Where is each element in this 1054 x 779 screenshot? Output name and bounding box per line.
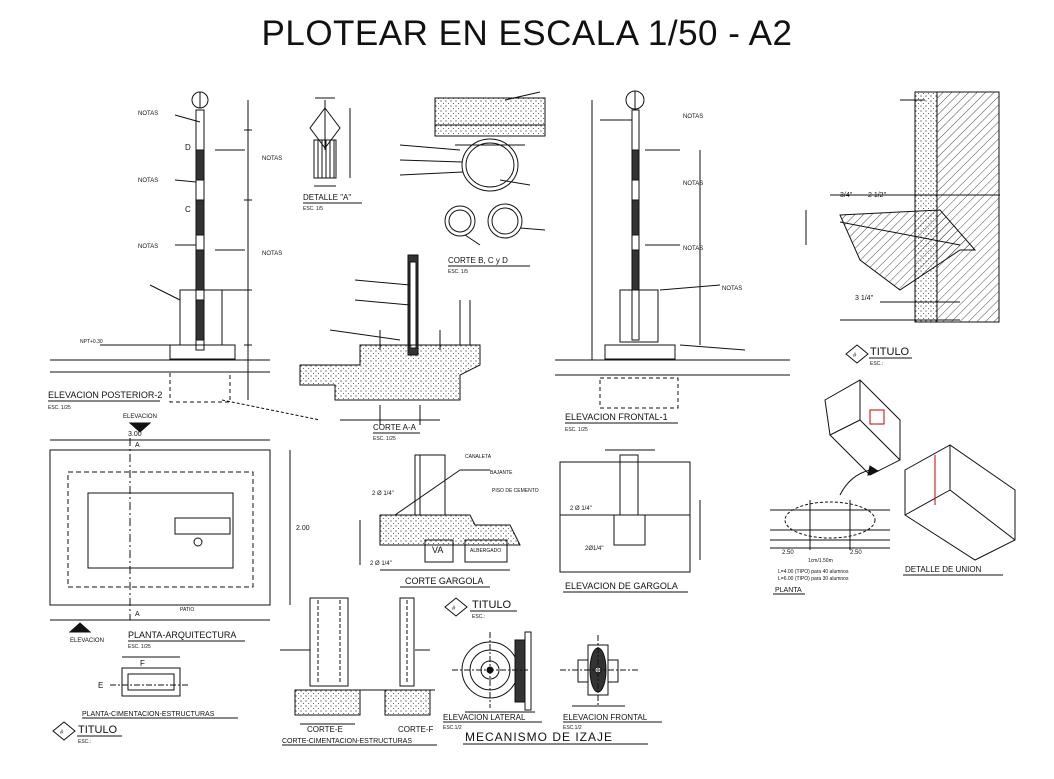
elev-frontal-scale: ESC. 1/25 (565, 427, 588, 433)
section-marker-icon: # (52, 721, 76, 741)
planta-small-drawing (770, 465, 890, 550)
label-e: E (98, 681, 103, 690)
corte-e-title: CORTE-E (307, 725, 343, 734)
titulo-top-title: TITULO (870, 346, 910, 358)
detalle-a-scale: ESC. 1/5 (303, 206, 323, 212)
elevacion-frontal-drawing (555, 90, 790, 409)
corte-cim-title: CORTE-CIMENTACION-ESTRUCTURAS (282, 738, 412, 745)
elev-lateral-scale: ESC.1/2 (443, 725, 462, 731)
note-6: NOTAS (683, 114, 703, 120)
rebar-label-d: 2Ø1/4" (585, 546, 603, 552)
elev-frontal-title: ELEVACION FRONTAL-1 (565, 412, 668, 422)
elevacion-gargola-drawing (559, 449, 701, 573)
note-2: NOTAS (262, 251, 282, 257)
albergado-label: ALBERGADO (470, 548, 501, 554)
detalle-union-drawing (824, 379, 1016, 561)
note-1: NOTAS (262, 156, 282, 162)
note-4: NOTAS (138, 178, 158, 184)
titulo-wall-detail (805, 91, 1000, 323)
planta-arq-title: PLANTA-ARQUITECTURA (128, 630, 236, 640)
corte-e-drawing (280, 597, 361, 725)
svg-text:#: # (60, 730, 64, 736)
corte-bcd-title: CORTE B, C y D (448, 256, 508, 265)
rebar-label-a: 2 Ø 1/4" (372, 491, 394, 497)
dim-frac-1: 3/4" (840, 192, 853, 199)
corte-f-drawing (360, 597, 435, 716)
dim-250-b: 2.50 (850, 550, 862, 556)
label-f: F (140, 659, 145, 668)
corte-aa-drawing (221, 254, 481, 425)
detalle-union-title: DETALLE DE UNION (905, 565, 982, 574)
piso-cemento-label: PISO DE CEMENTO (492, 488, 539, 494)
note-5: NOTAS (138, 244, 158, 250)
corte-bcd-drawing (399, 91, 546, 246)
svg-text:#: # (452, 606, 456, 612)
rebar-label-c: 2 Ø 1/4" (570, 506, 592, 512)
dim-frac-2: 2 1/2" (868, 192, 887, 199)
label-d: D (185, 143, 191, 152)
detalle-a-title: DETALLE "A" (303, 193, 351, 202)
elevacion-label-top: ELEVACION (123, 414, 157, 420)
elevacion-frontal-mec-drawing (560, 635, 640, 707)
label-a-bottom: A (135, 611, 140, 618)
dim-300: 3.00 (128, 431, 142, 438)
corte-aa-title: CORTE A-A (373, 423, 417, 432)
npt-label: NPT+0.30 (80, 339, 103, 345)
planta-arq-scale: ESC. 1/25 (128, 644, 151, 650)
titulo-top-scale: ESC.: (870, 361, 883, 367)
corte-aa-scale: ESC. 1/25 (373, 436, 396, 442)
titulo-bottom-scale: ESC.: (78, 739, 91, 745)
planta-arquitectura-drawing (49, 438, 291, 621)
patio-label: PATIO (180, 607, 194, 613)
detalle-a-drawing (309, 97, 351, 187)
tmm-label: 1cm/1.50m (808, 558, 833, 564)
rebar-label-b: 2 Ø 1/4" (370, 561, 392, 567)
elev-lateral-title: ELEVACION LATERAL (443, 713, 526, 722)
note-7: NOTAS (683, 181, 703, 187)
planta-cimentacion-drawing (110, 656, 190, 697)
elev-gargola-title: ELEVACION DE GARGOLA (565, 581, 678, 591)
elev-posterior-scale: ESC. 1/25 (48, 405, 71, 411)
elevacion-lateral-drawing (452, 631, 535, 713)
corte-bcd-scale: ESC. 1/5 (448, 269, 468, 275)
elevacion-posterior-drawing (50, 91, 270, 403)
dim-250-a: 2.50 (782, 550, 794, 556)
note-3: NOTAS (138, 111, 158, 117)
elev-posterior-title: ELEVACION POSTERIOR-2 (48, 390, 162, 400)
elevation-arrow-icon (128, 422, 152, 433)
planta-small-title: PLANTA (775, 587, 802, 594)
note-9: NOTAS (722, 286, 742, 292)
elev-frontal-mec-scale: ESC.1/2 (563, 725, 582, 731)
ld2-label: L=6.00 (TIPO) para 30 alumnos (778, 576, 849, 582)
label-a-top: A (135, 442, 140, 449)
canaleta-label: CANALETA (465, 454, 492, 460)
elev-frontal-mec-title: ELEVACION FRONTAL (563, 713, 648, 722)
dim-200: 2.00 (296, 525, 310, 532)
corte-gargola-title: CORTE GARGOLA (405, 576, 483, 586)
corte-f-title: CORTE-F (398, 725, 434, 734)
note-8: NOTAS (683, 246, 703, 252)
va-label: VA (432, 545, 443, 555)
section-marker-icon: # (845, 344, 869, 364)
corte-gargola-drawing (359, 454, 521, 571)
titulo-bottom-title: TITULO (78, 724, 118, 736)
mecanismo-title: MECANISMO DE IZAJE (465, 730, 613, 744)
section-marker-icon: # (444, 597, 468, 617)
svg-text:#: # (853, 353, 857, 359)
label-c: C (185, 205, 191, 214)
ld1-label: L=4.00 (TIPO) para 40 alumnos (778, 569, 849, 575)
dim-frac-3: 3 1/4" (855, 295, 874, 302)
elevation-arrow-icon (68, 622, 92, 633)
bajante-label: BAJANTE (490, 470, 513, 476)
titulo-mid-title: TITULO (472, 599, 512, 611)
planta-cim-title: PLANTA-CIMENTACION-ESTRUCTURAS (82, 711, 215, 718)
elevacion-label-bottom: ELEVACION (70, 638, 104, 644)
titulo-mid-scale: ESC.: (472, 614, 485, 620)
sheet-title: PLOTEAR EN ESCALA 1/50 - A2 (261, 14, 793, 53)
